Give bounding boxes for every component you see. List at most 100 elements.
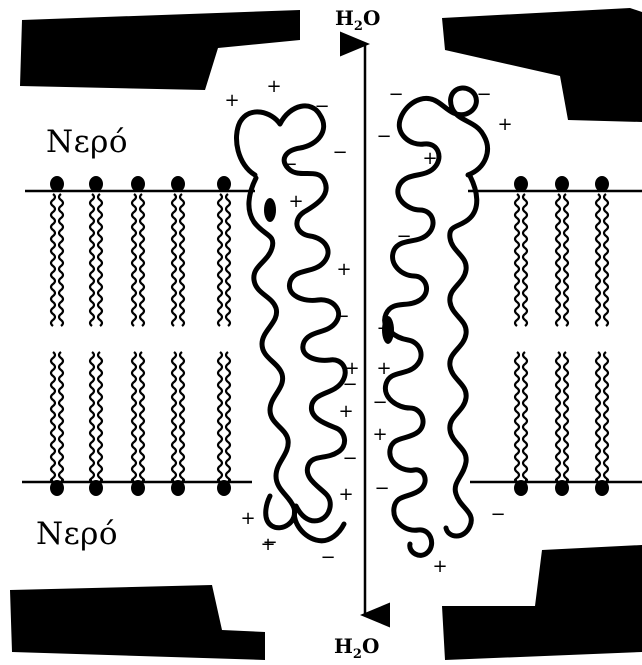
- channel-proteins: [234, 85, 490, 558]
- plus-charge: +: [372, 424, 387, 445]
- plus-charge: +: [344, 358, 359, 379]
- lipid-head: [89, 480, 103, 496]
- plus-charge: +: [224, 90, 239, 111]
- minus-charge: −: [396, 226, 411, 247]
- lipid-tail: [521, 351, 529, 482]
- lipid-head: [514, 176, 528, 192]
- h2o-top-element: H: [335, 6, 354, 30]
- plus-charge: +: [497, 114, 512, 135]
- lipid-tail: [594, 193, 602, 327]
- lipid-tail: [49, 351, 57, 482]
- lipid-tail: [170, 351, 178, 482]
- lipid-tail: [96, 351, 104, 482]
- bottom-left-block: [10, 585, 265, 660]
- lipid-head: [555, 480, 569, 496]
- minus-charge: −: [490, 504, 505, 525]
- lipid-head: [595, 480, 609, 496]
- lipid-head: [595, 176, 609, 192]
- lipid-tail: [178, 351, 186, 482]
- minus-charge: −: [372, 392, 387, 413]
- lipid-tail: [57, 193, 65, 327]
- lipid-head: [217, 480, 231, 496]
- lipid-tail: [178, 193, 186, 327]
- minus-charge: −: [342, 374, 357, 395]
- water-label-top: Νερό: [46, 124, 129, 160]
- minus-charge: −: [320, 547, 335, 568]
- lipid-tail: [49, 193, 57, 327]
- lipid-tail: [216, 193, 224, 327]
- lipid-tail: [562, 351, 570, 482]
- lipid-head: [171, 176, 185, 192]
- lipid-tail: [554, 193, 562, 327]
- lipid-head: [131, 176, 145, 192]
- minus-charge: −: [262, 532, 277, 553]
- plus-charge: +: [422, 148, 437, 169]
- lipid-tail: [88, 193, 96, 327]
- protein-right-inner: [443, 173, 480, 539]
- lipid-tail: [57, 351, 65, 482]
- plus-charge: +: [432, 556, 447, 577]
- bottom-right-block: [442, 545, 642, 660]
- lipid-tail: [602, 193, 610, 327]
- lipid-tail: [224, 193, 232, 327]
- charge-markers: ++++++++++++++−−−−−−−−−−−−−−−−: [224, 76, 512, 577]
- protein-left-blob: [264, 198, 276, 222]
- lipid-tail: [138, 193, 146, 327]
- minus-charge: −: [332, 142, 347, 163]
- plus-charge: +: [336, 259, 351, 280]
- lipid-head: [50, 480, 64, 496]
- minus-charge: −: [376, 318, 391, 339]
- lipid-tail: [88, 351, 96, 482]
- lipid-tail: [216, 351, 224, 482]
- minus-charge: −: [342, 448, 357, 469]
- lipid-tail: [130, 351, 138, 482]
- lipid-tail: [521, 193, 529, 327]
- top-right-block: [442, 8, 642, 122]
- plus-charge: +: [376, 358, 391, 379]
- lipid-tail: [562, 193, 570, 327]
- lipid-head: [171, 480, 185, 496]
- lipid-head: [50, 176, 64, 192]
- minus-charge: −: [476, 84, 491, 105]
- protein-left-inner: [246, 175, 298, 531]
- lipid-tail: [554, 351, 562, 482]
- minus-charge: −: [376, 126, 391, 147]
- h2o-label-bottom: H2O: [334, 636, 379, 665]
- lipid-tail: [513, 351, 521, 482]
- plus-charge: +: [266, 76, 281, 97]
- h2o-bottom-tail: O: [361, 634, 380, 658]
- plus-charge: +: [288, 191, 303, 212]
- lipid-head: [514, 480, 528, 496]
- plus-charge: +: [338, 484, 353, 505]
- lipid-tail: [130, 193, 138, 327]
- minus-charge: −: [374, 478, 389, 499]
- lipid-tail: [602, 351, 610, 482]
- plus-charge: +: [240, 508, 255, 529]
- minus-charge: −: [334, 306, 349, 327]
- lipid-head: [131, 480, 145, 496]
- minus-charge: −: [314, 96, 329, 117]
- minus-charge: −: [388, 84, 403, 105]
- lipid-tail: [224, 351, 232, 482]
- lipid-head: [89, 176, 103, 192]
- h2o-top-tail: O: [362, 6, 381, 30]
- lipid-bilayer: [49, 176, 610, 496]
- minus-charge: −: [282, 154, 297, 175]
- water-label-bottom: Νερό: [36, 516, 119, 552]
- lipid-tail: [96, 193, 104, 327]
- lipid-head: [217, 176, 231, 192]
- h2o-label-top: H2O: [335, 8, 380, 37]
- lipid-tail: [170, 193, 178, 327]
- lipid-tail: [138, 351, 146, 482]
- h2o-bottom-element: H: [334, 634, 353, 658]
- top-left-block: [20, 10, 300, 90]
- lipid-tail: [594, 351, 602, 482]
- lipid-tail: [513, 193, 521, 327]
- plus-charge: +: [260, 534, 275, 555]
- protein-right: [382, 85, 490, 558]
- protein-left: [234, 103, 348, 544]
- lipid-head: [555, 176, 569, 192]
- h2o-top-subscript: 2: [353, 19, 363, 34]
- plus-charge: +: [338, 401, 353, 422]
